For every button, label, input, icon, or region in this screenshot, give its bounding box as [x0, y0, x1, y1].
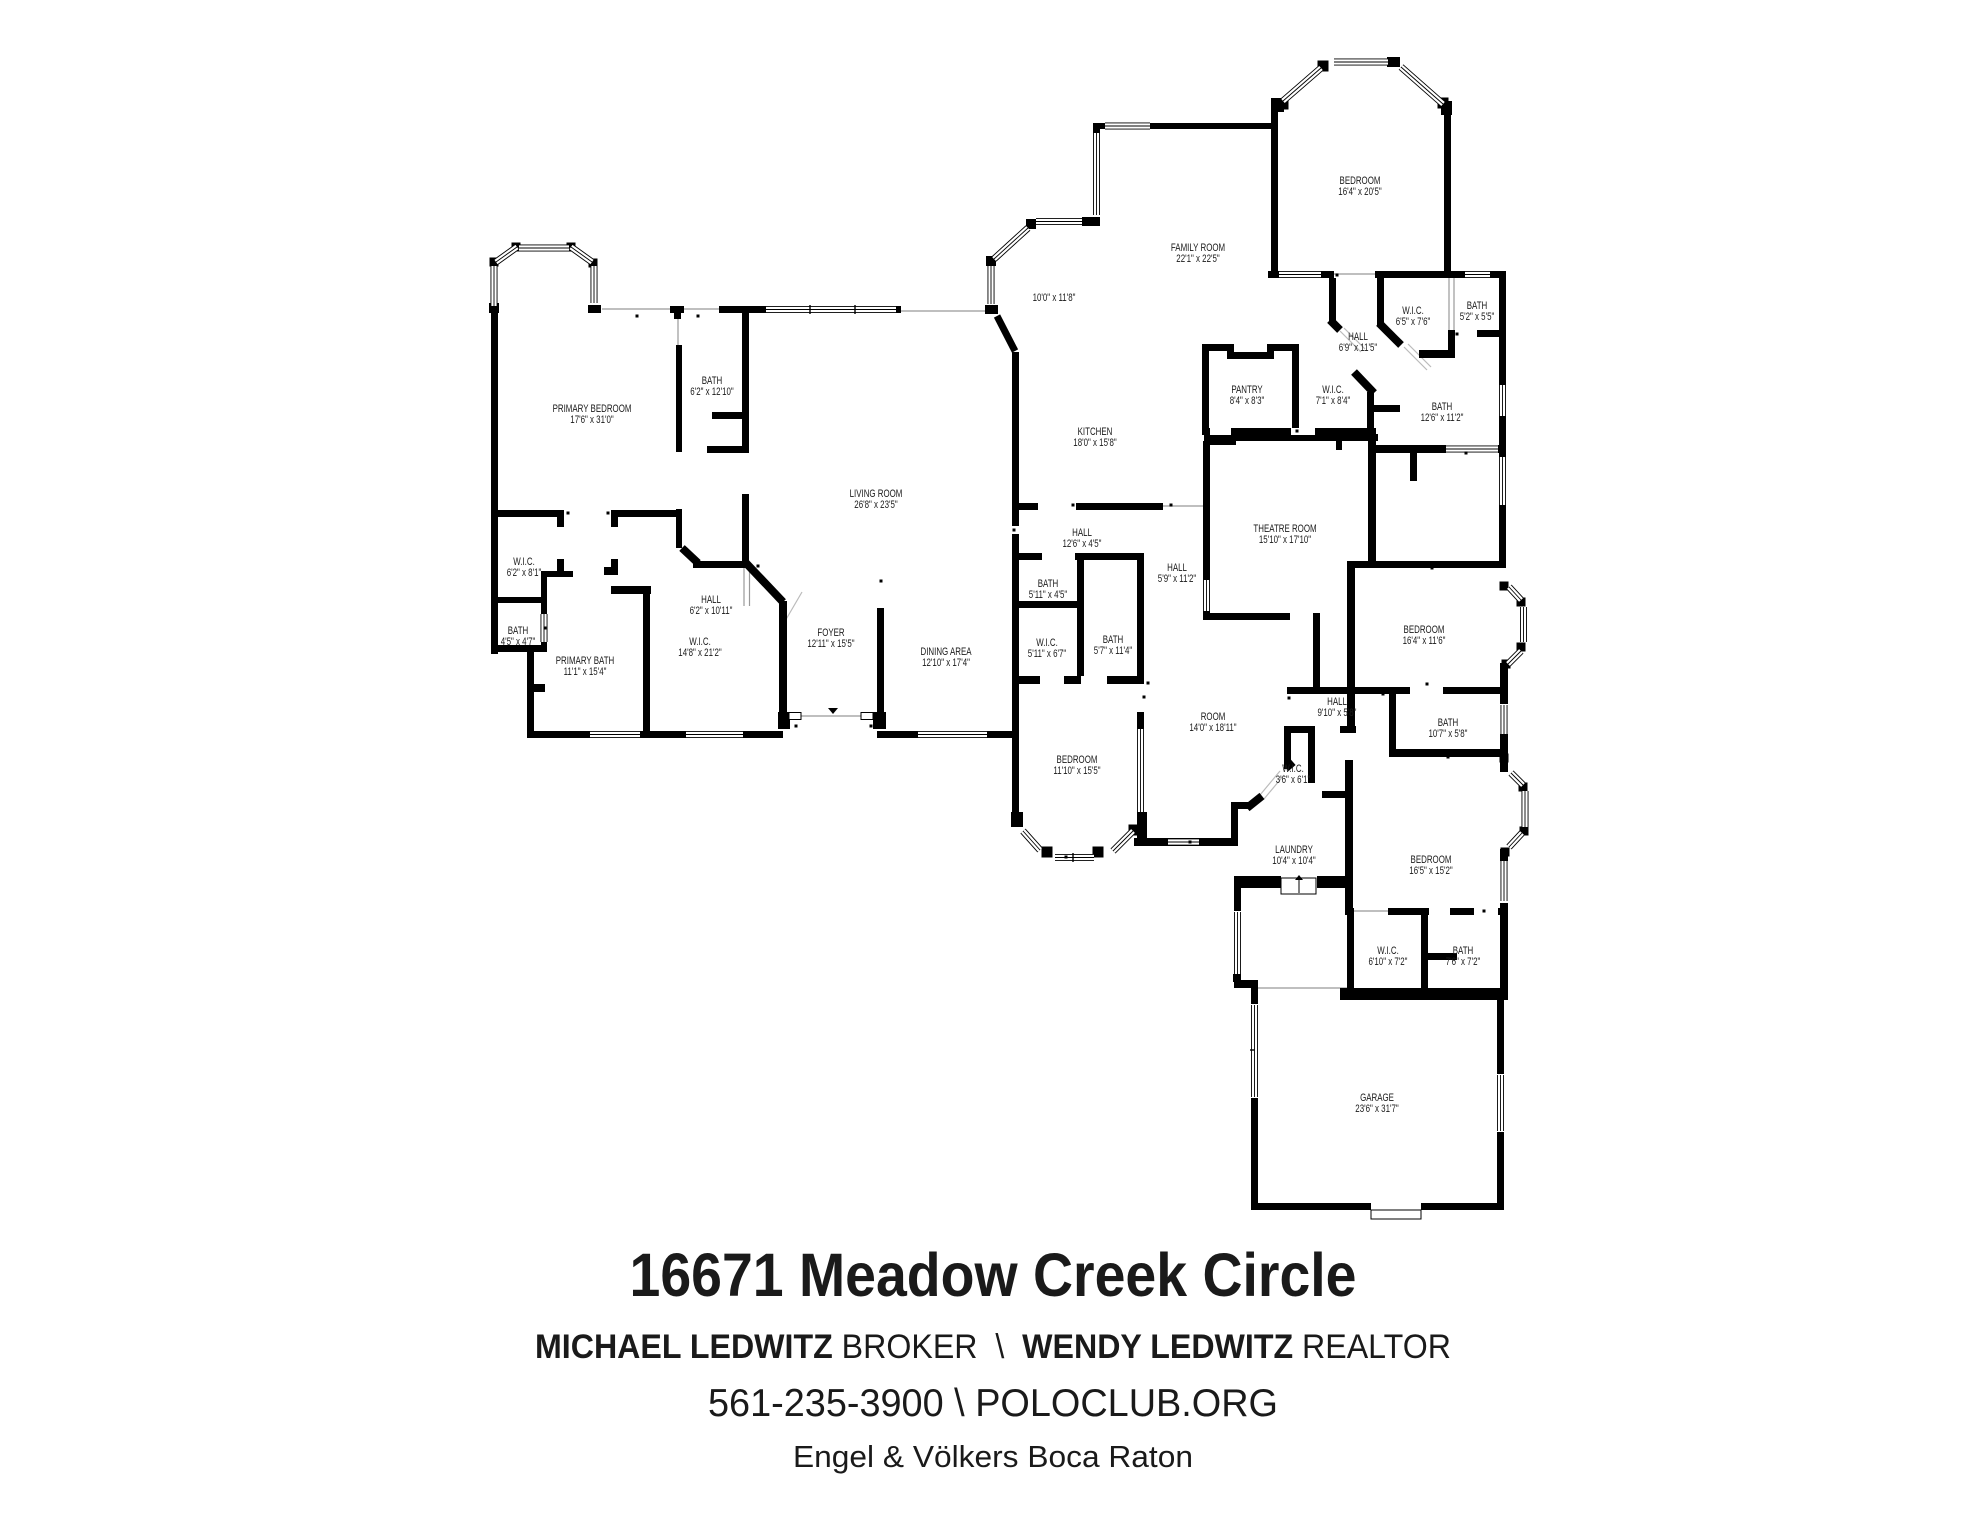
svg-text:BEDROOM: BEDROOM	[1057, 754, 1098, 767]
svg-text:12'6" x 4'5": 12'6" x 4'5"	[1062, 538, 1101, 551]
svg-text:16671 Meadow Creek Circle: 16671 Meadow Creek Circle	[630, 1241, 1357, 1309]
svg-text:Engel & Völkers Boca Raton: Engel & Völkers Boca Raton	[793, 1439, 1193, 1474]
svg-text:BATH: BATH	[508, 625, 529, 638]
svg-text:KITCHEN: KITCHEN	[1078, 426, 1113, 439]
svg-text:BATH: BATH	[1038, 578, 1059, 591]
svg-text:HALL: HALL	[701, 594, 721, 607]
svg-text:MICHAEL LEDWITZ BROKER \ WEN: MICHAEL LEDWITZ BROKER \ WENDY LEDWITZ R…	[535, 1328, 1451, 1366]
svg-text:5'9" x 11'2": 5'9" x 11'2"	[1158, 573, 1196, 586]
svg-text:12'6" x 11'2": 12'6" x 11'2"	[1421, 412, 1464, 425]
svg-text:W.I.C.: W.I.C.	[1402, 305, 1424, 318]
svg-text:9'10" x 5'8": 9'10" x 5'8"	[1317, 707, 1356, 720]
svg-text:DINING AREA: DINING AREA	[920, 646, 972, 659]
svg-text:BATH: BATH	[702, 375, 723, 388]
svg-text:6'9" x 11'5": 6'9" x 11'5"	[1339, 342, 1377, 355]
svg-text:6'2" x 10'11": 6'2" x 10'11"	[690, 605, 733, 618]
svg-text:11'10" x 15'5": 11'10" x 15'5"	[1053, 765, 1100, 778]
svg-text:LAUNDRY: LAUNDRY	[1275, 844, 1313, 857]
svg-text:8'4" x 8'3": 8'4" x 8'3"	[1230, 395, 1265, 408]
svg-text:HALL: HALL	[1327, 696, 1347, 709]
svg-text:5'11" x 4'5": 5'11" x 4'5"	[1029, 589, 1067, 602]
svg-text:14'8" x 21'2": 14'8" x 21'2"	[678, 647, 721, 660]
svg-text:LIVING ROOM: LIVING ROOM	[850, 488, 903, 501]
svg-text:12'11" x 15'5": 12'11" x 15'5"	[807, 638, 854, 651]
svg-text:7'1" x 8'4": 7'1" x 8'4"	[1316, 395, 1351, 408]
svg-text:BEDROOM: BEDROOM	[1404, 624, 1445, 637]
svg-text:6'2" x 8'1": 6'2" x 8'1"	[507, 567, 542, 580]
svg-text:12'10" x 17'4": 12'10" x 17'4"	[922, 657, 970, 670]
svg-text:16'4" x 11'6": 16'4" x 11'6"	[1403, 635, 1446, 648]
svg-text:PRIMARY BATH: PRIMARY BATH	[556, 655, 615, 668]
svg-text:4'5" x 4'7": 4'5" x 4'7"	[501, 636, 536, 649]
svg-text:THEATRE ROOM: THEATRE ROOM	[1253, 523, 1316, 536]
svg-text:W.I.C.: W.I.C.	[1282, 763, 1304, 776]
svg-text:16'4" x 20'5": 16'4" x 20'5"	[1338, 186, 1381, 199]
svg-text:ROOM: ROOM	[1201, 711, 1226, 724]
svg-text:17'6" x 31'0": 17'6" x 31'0"	[570, 414, 613, 427]
svg-text:6'10" x 7'2": 6'10" x 7'2"	[1368, 956, 1407, 969]
svg-text:HALL: HALL	[1348, 331, 1368, 344]
svg-text:FOYER: FOYER	[817, 627, 844, 640]
svg-text:W.I.C.: W.I.C.	[1322, 384, 1344, 397]
svg-text:10'4" x 10'4": 10'4" x 10'4"	[1272, 855, 1315, 868]
svg-text:10'7" x 5'8": 10'7" x 5'8"	[1428, 728, 1467, 741]
svg-text:GARAGE: GARAGE	[1360, 1092, 1394, 1105]
svg-text:BEDROOM: BEDROOM	[1411, 854, 1452, 867]
svg-text:3'6" x 6'1": 3'6" x 6'1"	[1276, 774, 1311, 787]
svg-text:W.I.C.: W.I.C.	[1377, 945, 1399, 958]
svg-text:5'2" x 5'5": 5'2" x 5'5"	[1460, 311, 1495, 324]
svg-text:BATH: BATH	[1103, 634, 1124, 647]
svg-text:14'0" x 18'11": 14'0" x 18'11"	[1189, 722, 1236, 735]
svg-text:23'6" x 31'7": 23'6" x 31'7"	[1355, 1103, 1398, 1116]
svg-text:7'6" x 7'2": 7'6" x 7'2"	[1446, 956, 1481, 969]
svg-text:6'5" x 7'6": 6'5" x 7'6"	[1396, 316, 1431, 329]
svg-text:HALL: HALL	[1167, 562, 1187, 575]
svg-text:BATH: BATH	[1467, 300, 1488, 313]
svg-text:W.I.C.: W.I.C.	[1036, 637, 1058, 650]
svg-text:BATH: BATH	[1438, 717, 1459, 730]
svg-text:16'5" x 15'2": 16'5" x 15'2"	[1409, 865, 1452, 878]
svg-text:W.I.C.: W.I.C.	[513, 556, 535, 569]
svg-text:PANTRY: PANTRY	[1231, 384, 1263, 397]
svg-text:PRIMARY BEDROOM: PRIMARY BEDROOM	[553, 403, 632, 416]
svg-text:FAMILY ROOM: FAMILY ROOM	[1171, 242, 1225, 255]
svg-text:11'1" x 15'4": 11'1" x 15'4"	[564, 666, 607, 679]
svg-text:26'8" x 23'5": 26'8" x 23'5"	[854, 499, 897, 512]
svg-text:BEDROOM: BEDROOM	[1340, 175, 1381, 188]
svg-text:HALL: HALL	[1072, 527, 1092, 540]
svg-text:22'1" x 22'5": 22'1" x 22'5"	[1176, 253, 1219, 266]
svg-text:BATH: BATH	[1432, 401, 1453, 414]
svg-text:5'7" x 11'4": 5'7" x 11'4"	[1094, 645, 1132, 658]
svg-text:6'2" x 12'10": 6'2" x 12'10"	[690, 386, 733, 399]
svg-text:15'10" x 17'10": 15'10" x 17'10"	[1259, 534, 1311, 547]
svg-text:5'11" x 6'7": 5'11" x 6'7"	[1028, 648, 1066, 661]
svg-text:W.I.C.: W.I.C.	[689, 636, 711, 649]
svg-text:18'0" x 15'8": 18'0" x 15'8"	[1073, 437, 1116, 450]
svg-text:10'0" x 11'8": 10'0" x 11'8"	[1033, 292, 1076, 305]
svg-text:561-235-3900 \ POLOCLUB.ORG: 561-235-3900 \ POLOCLUB.ORG	[708, 1382, 1278, 1425]
svg-text:BATH: BATH	[1453, 945, 1474, 958]
